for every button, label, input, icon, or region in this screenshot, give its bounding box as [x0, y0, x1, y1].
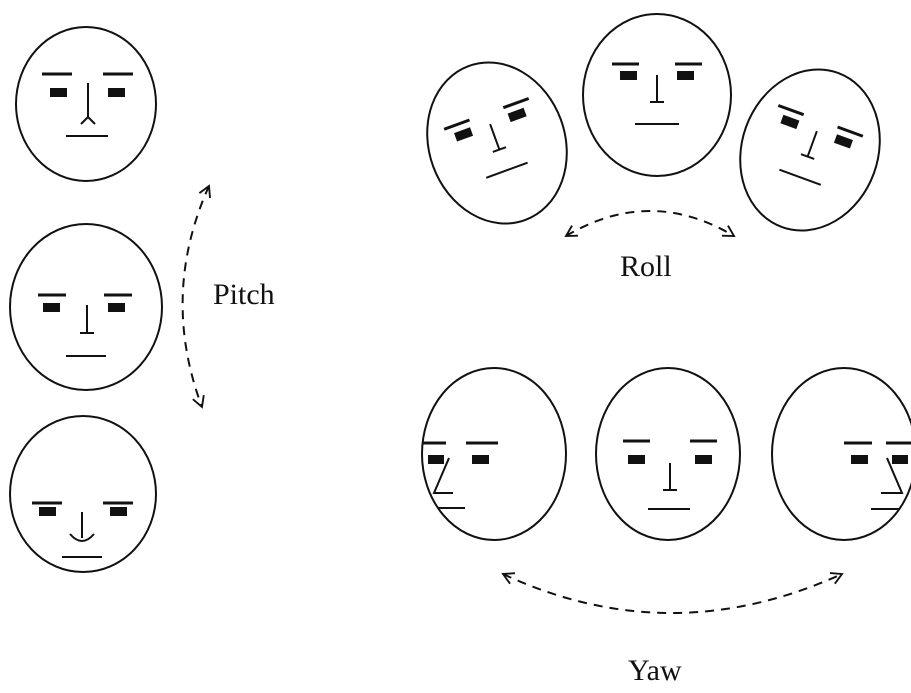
roll-left-face — [426, 61, 568, 225]
pitch-down-face — [9, 415, 157, 573]
roll-label: Roll — [620, 250, 672, 283]
yaw-right-face — [771, 367, 911, 541]
yaw-left-face — [421, 367, 567, 541]
pitch-neutral-face — [9, 223, 163, 391]
yaw-arrow — [501, 572, 844, 614]
roll-right-face — [739, 68, 881, 232]
yaw-label: Yaw — [628, 654, 682, 687]
pitch-label: Pitch — [213, 278, 275, 311]
yaw-neutral-face — [595, 367, 741, 541]
pitch-up-face — [15, 26, 157, 182]
roll-neutral-face — [582, 13, 732, 177]
roll-arrow — [564, 210, 736, 237]
pitch-arrow — [181, 184, 211, 409]
